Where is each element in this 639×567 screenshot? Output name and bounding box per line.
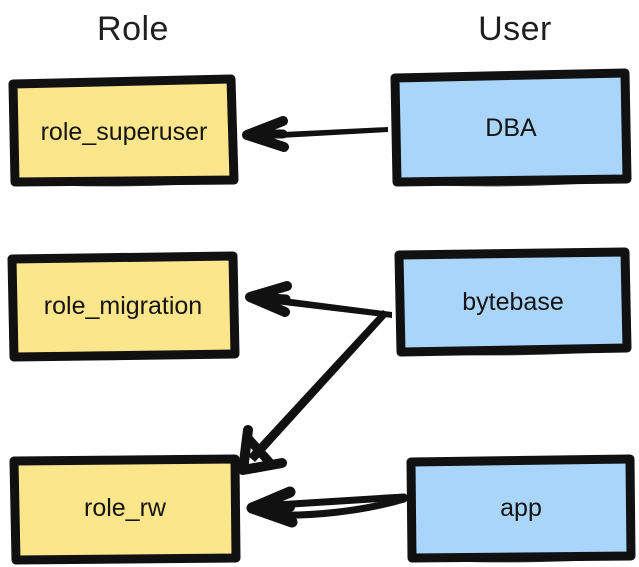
column-heading-user: User <box>478 10 552 48</box>
sketch-stroke <box>397 175 629 187</box>
arrowhead-fill <box>249 502 295 513</box>
edge-shaft <box>248 310 389 462</box>
sketch-stroke <box>17 553 238 564</box>
node-box-app[interactable] <box>406 454 636 563</box>
node-box-role-superuser[interactable] <box>8 74 239 187</box>
node-box-role-rw[interactable] <box>9 454 241 565</box>
node-shape-bytebase <box>394 247 632 357</box>
edge-shaft-top <box>272 493 408 509</box>
sketch-stroke <box>393 77 400 183</box>
edge-shaft <box>262 127 388 139</box>
sketch-stroke <box>11 83 18 183</box>
node-box-role-migration[interactable] <box>7 251 240 362</box>
sketch-stroke <box>10 259 18 358</box>
column-heading-role: Role <box>97 10 169 48</box>
sketch-stroke <box>15 176 236 187</box>
sketch-stroke <box>18 255 230 263</box>
sketch-stroke <box>409 461 416 560</box>
node-shape-dba <box>390 68 632 187</box>
sketch-stroke <box>397 255 404 353</box>
node-shape-role-migration <box>7 251 240 362</box>
node-shape-app <box>406 454 636 563</box>
node-box-dba[interactable] <box>390 68 632 187</box>
sketch-stroke <box>413 552 633 563</box>
edge-shaft <box>267 296 392 318</box>
arrowhead-fill <box>246 292 291 304</box>
arrowhead-fill <box>242 432 276 469</box>
edge-bytebase-to-role-migration <box>245 281 392 318</box>
sketch-stroke <box>15 349 237 361</box>
node-box-bytebase[interactable] <box>394 247 632 357</box>
edge-app-to-role-rw <box>246 486 408 528</box>
edge-bytebase-to-role-rw <box>238 310 389 475</box>
edge-dba-to-role-superuser <box>242 116 388 152</box>
sketch-stroke <box>401 345 629 356</box>
node-shape-role-rw <box>9 454 241 565</box>
sketch-stroke <box>12 461 19 561</box>
node-shape-role-superuser <box>8 74 239 187</box>
